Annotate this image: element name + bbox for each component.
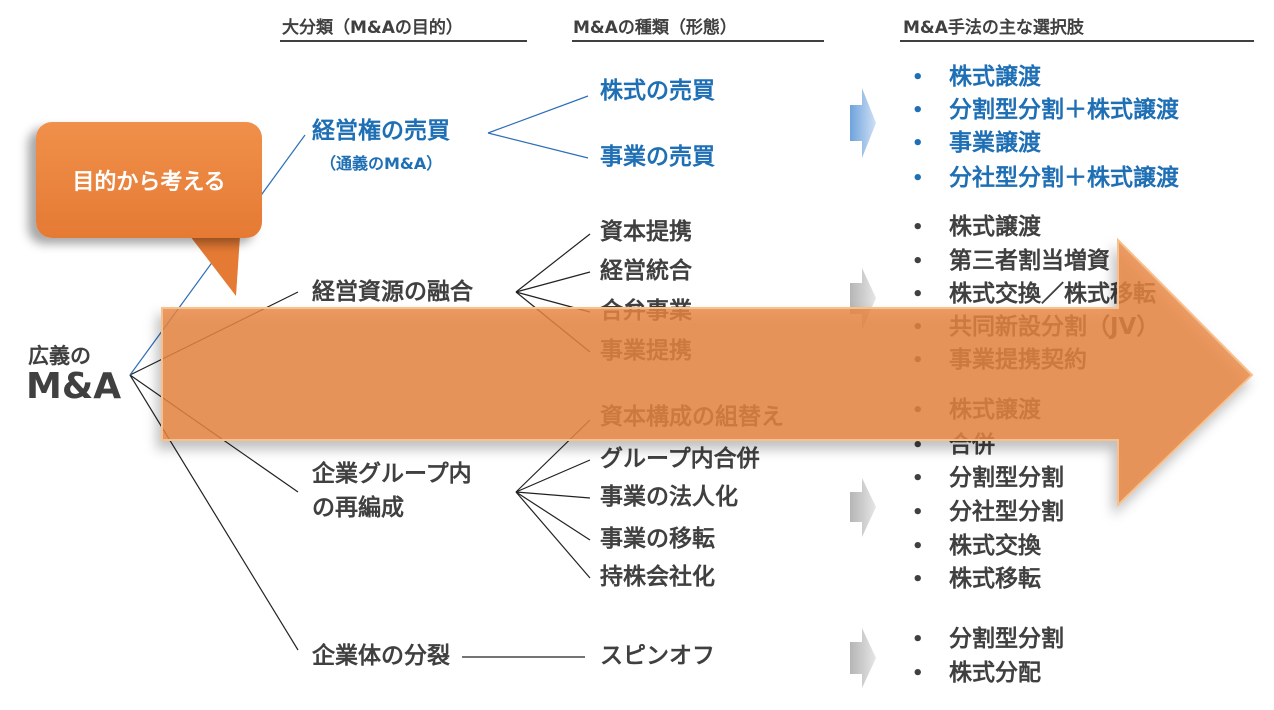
header-underline — [280, 40, 527, 42]
bullet-icon: • — [912, 216, 924, 238]
type-label: 持株会社化 — [600, 564, 715, 590]
method-item: •事業譲渡 — [912, 130, 1041, 156]
bullet-icon: • — [912, 99, 924, 121]
method-item: •株式交換／株式移転 — [912, 281, 1156, 307]
method-item: •株式譲渡 — [912, 214, 1041, 240]
arrow-right-icon — [850, 478, 876, 537]
bullet-icon: • — [912, 250, 924, 272]
bullet-icon: • — [912, 283, 924, 305]
header-underline — [900, 40, 1254, 42]
method-item: •合併 — [912, 432, 995, 458]
arrow-right-icon — [850, 88, 876, 158]
bullet-icon: • — [912, 316, 924, 338]
method-item: •株式譲渡 — [912, 397, 1041, 423]
header-type: M&Aの種類（形態） — [573, 18, 737, 38]
method-item: •分割型分割＋株式譲渡 — [912, 97, 1179, 123]
type-label: 合弁事業 — [600, 298, 692, 324]
type-label: 経営統合 — [600, 258, 692, 284]
category-label: 企業体の分裂 — [312, 643, 450, 669]
type-label: 資本提携 — [600, 219, 692, 245]
method-item: •分社型分割 — [912, 499, 1064, 525]
bullet-icon: • — [912, 535, 924, 557]
type-label: 資本構成の組替え — [600, 404, 784, 430]
method-item: •株式分配 — [912, 660, 1041, 686]
method-item: •共同新設分割（JV） — [912, 314, 1160, 340]
bullet-icon: • — [912, 66, 924, 88]
method-item: •分割型分割 — [912, 626, 1064, 652]
bullet-icon: • — [912, 167, 924, 189]
type-label: 事業の法人化 — [600, 484, 738, 510]
bullet-icon: • — [912, 501, 924, 523]
method-item: •事業提携契約 — [912, 347, 1087, 373]
callout-label: 目的から考える — [72, 170, 226, 195]
header-methods: M&A手法の主な選択肢 — [903, 18, 1084, 38]
root-label-line1: 広義の — [28, 344, 91, 368]
callout-box: 目的から考える — [36, 122, 262, 238]
bullet-icon: • — [912, 662, 924, 684]
arrow-right-icon — [850, 628, 876, 688]
bullet-icon: • — [912, 434, 924, 456]
type-label: グループ内合併 — [600, 446, 760, 472]
type-label: 事業の売買 — [600, 144, 715, 170]
type-label: 事業提携 — [600, 338, 692, 364]
bullet-icon: • — [912, 399, 924, 421]
bullet-icon: • — [912, 568, 924, 590]
header-category: 大分類（M&Aの目的） — [282, 18, 463, 38]
category-label: 経営資源の融合 — [312, 279, 473, 305]
category-subtitle: （通義のM&A） — [320, 154, 443, 173]
bullet-icon: • — [912, 349, 924, 371]
method-item: •株式交換 — [912, 533, 1041, 559]
category-label: 経営権の売買 — [312, 118, 450, 144]
line-root-to-cat2 — [129, 291, 299, 376]
category-label: の再編成 — [312, 495, 404, 521]
bullet-icon: • — [912, 132, 924, 154]
method-item: •株式移転 — [912, 566, 1041, 592]
method-item: •株式譲渡 — [912, 64, 1041, 90]
line-root-to-cat3 — [129, 374, 299, 493]
line-root-to-cat4 — [129, 374, 299, 651]
method-item: •分社型分割＋株式譲渡 — [912, 165, 1179, 191]
bullet-icon: • — [912, 628, 924, 650]
type-label: 株式の売買 — [600, 78, 715, 104]
bullet-icon: • — [912, 467, 924, 489]
type-label: 事業の移転 — [600, 526, 715, 552]
header-underline — [572, 40, 824, 42]
root-label-line2: M&A — [26, 366, 122, 407]
category-label: 企業グループ内 — [312, 461, 472, 487]
arrow-right-icon — [850, 268, 876, 330]
method-item: •分割型分割 — [912, 465, 1064, 491]
method-item: •第三者割当増資 — [912, 248, 1110, 274]
type-label: スピンオフ — [600, 643, 715, 669]
